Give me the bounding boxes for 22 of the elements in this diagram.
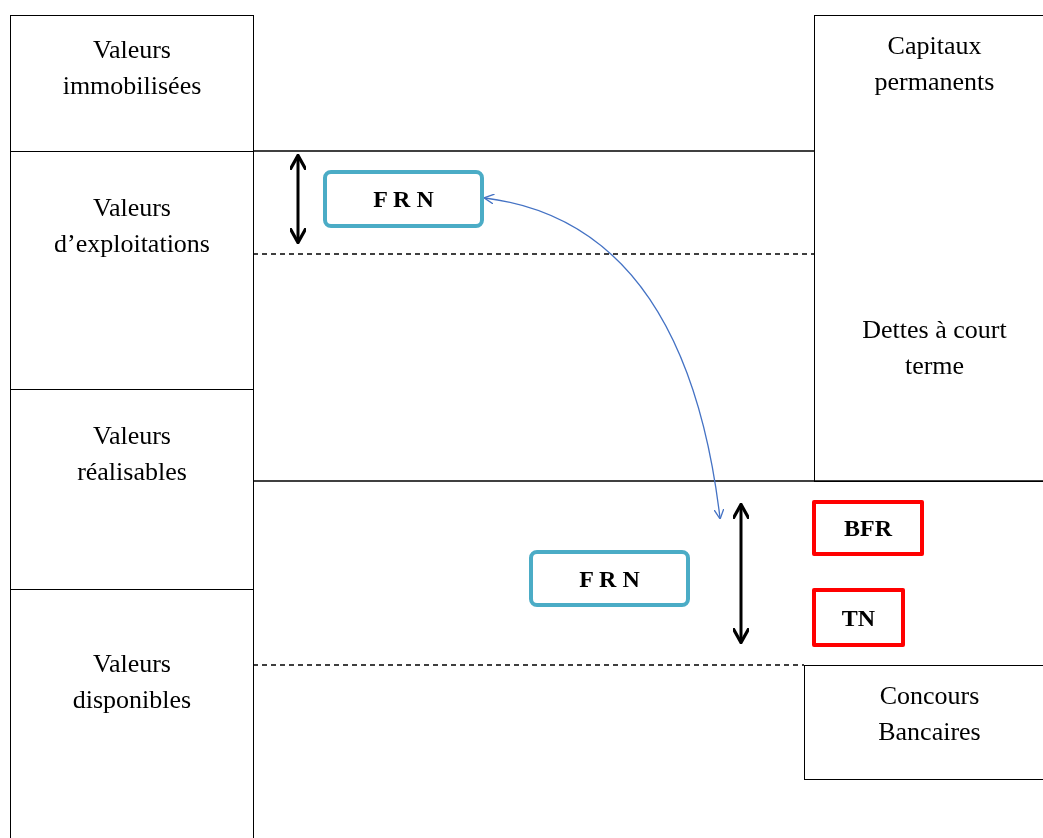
label-box	[529, 550, 690, 607]
cell-label: Valeurs d’exploitations	[53, 192, 211, 260]
cell-label: Concours Bancaires	[877, 680, 982, 748]
table-cell-box	[804, 665, 1043, 780]
cell-label: Valeurs réalisables	[76, 420, 188, 488]
cell-label: Valeurs disponibles	[71, 648, 193, 716]
label-box	[323, 170, 484, 228]
table-cell-box	[10, 151, 254, 390]
table-cell-box	[10, 15, 254, 152]
label-box	[812, 500, 924, 556]
ratio-label: F R N	[372, 185, 435, 213]
ratio-label: F R N	[578, 565, 641, 592]
table-cell-box	[10, 589, 254, 838]
ratio-label: TN	[840, 604, 877, 631]
ratio-label: BFR	[843, 514, 894, 542]
curved-arrow	[483, 194, 725, 520]
cell-label: Dettes à court terme	[861, 314, 1008, 382]
cell-label: Valeurs immobilisées	[61, 34, 203, 102]
cell-label: Capitaux permanents	[873, 30, 996, 98]
table-cell-box	[10, 389, 254, 590]
label-box	[812, 588, 905, 647]
table-cell-box	[814, 15, 1043, 482]
